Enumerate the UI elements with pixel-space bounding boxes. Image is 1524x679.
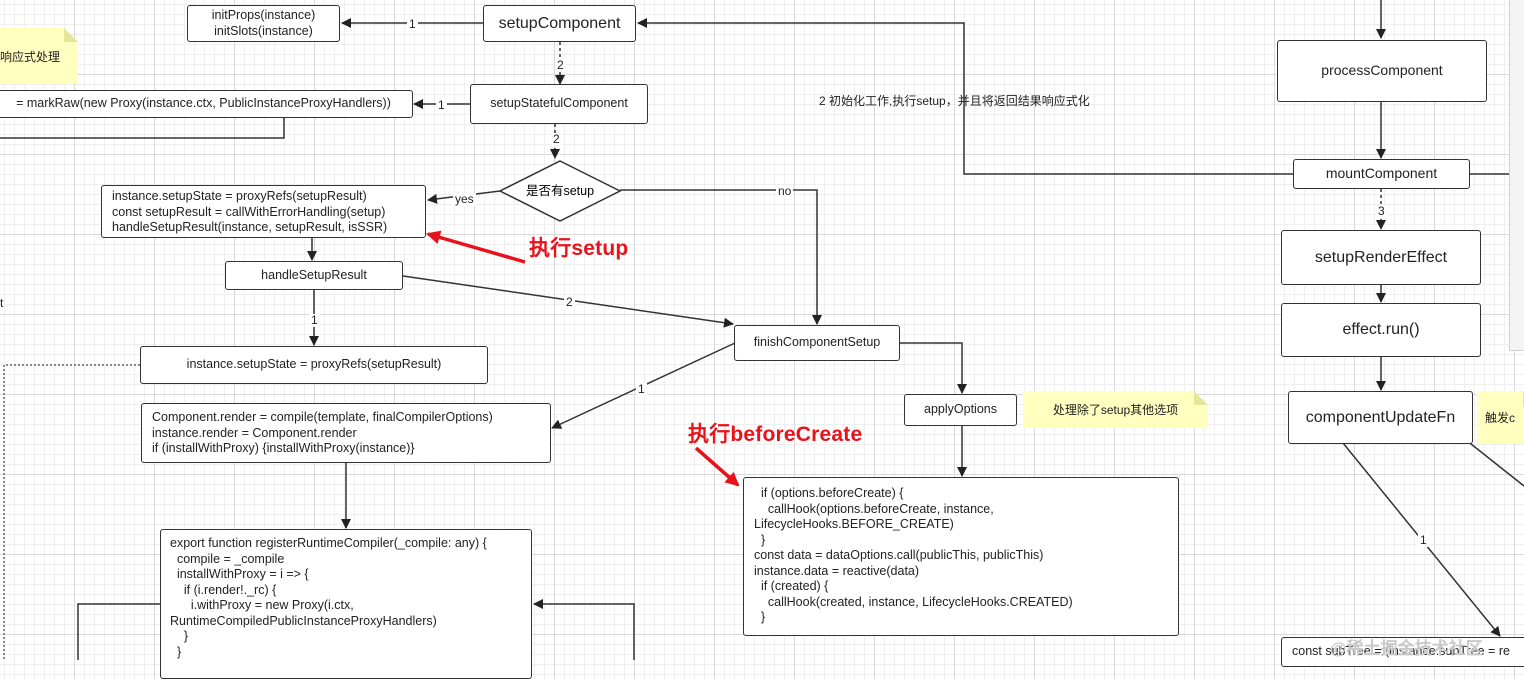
- other-options-note: 处理除了setup其他选项: [1023, 391, 1208, 428]
- edge-label-finish: 2: [564, 295, 575, 309]
- setup-render-effect-node[interactable]: setupRenderEffect: [1281, 230, 1481, 285]
- side-panel-edge: [1509, 0, 1524, 351]
- init-props-node[interactable]: initProps(instance) initSlots(instance): [187, 5, 340, 42]
- exec-before-create-annotation: 执行beforeCreate: [688, 423, 863, 446]
- edge-label-render-effect: 3: [1376, 204, 1387, 218]
- edge-label-no: no: [776, 184, 794, 198]
- handle-setup-result-node[interactable]: handleSetupResult: [225, 261, 403, 290]
- effect-run-node[interactable]: effect.run(): [1281, 303, 1481, 357]
- edge-label-yes: yes: [453, 192, 476, 206]
- apply-options-node[interactable]: applyOptions: [904, 394, 1017, 426]
- edge-label-left-t: t: [0, 296, 4, 310]
- finish-component-setup-node[interactable]: finishComponentSetup: [734, 325, 900, 361]
- register-runtime-compiler-block[interactable]: export function registerRuntimeCompiler(…: [160, 529, 532, 679]
- edge-label-assign: 1: [309, 313, 320, 327]
- edge-finish-to-apply: [900, 342, 967, 394]
- setup-component-node[interactable]: setupComponent: [483, 5, 636, 42]
- edge-label-subtree: 1: [1418, 533, 1429, 547]
- init-description-label: 2 初始化工作,执行setup，并且将返回结果响应式化: [819, 94, 1090, 108]
- decision-diamond: [498, 160, 622, 222]
- setup-state-assign-node[interactable]: instance.setupState = proxyRefs(setupRes…: [140, 346, 488, 384]
- edge-label-init: 1: [407, 17, 418, 31]
- before-create-code-block[interactable]: if (options.beforeCreate) { callHook(opt…: [743, 477, 1179, 636]
- edge-label-stateful: 2: [555, 58, 566, 72]
- process-component-node[interactable]: processComponent: [1277, 40, 1487, 102]
- edge-markraw-down: [0, 118, 285, 139]
- red-arrow-before-create: [694, 446, 740, 487]
- edge-no: [620, 189, 822, 325]
- edge-label-compile: 1: [636, 382, 647, 396]
- decision-label: 是否有setup: [526, 184, 594, 198]
- component-update-fn-node[interactable]: componentUpdateFn: [1288, 391, 1473, 444]
- mount-component-node[interactable]: mountComponent: [1293, 159, 1470, 189]
- compile-render-block[interactable]: Component.render = compile(template, fin…: [141, 403, 551, 463]
- edge-dotted-left: [3, 364, 140, 660]
- has-setup-decision[interactable]: 是否有setup: [498, 159, 622, 223]
- edge-label-markraw: 1: [436, 98, 447, 112]
- trigger-note: 触发c: [1477, 391, 1524, 444]
- edge-mount-to-setup: [637, 18, 1293, 175]
- edge-update-right: [1465, 439, 1524, 487]
- edge-label-has-setup: 2: [551, 132, 562, 146]
- edge-loop-left: [77, 603, 160, 660]
- red-arrow-setup: [426, 230, 526, 264]
- edge-loop-right: [533, 599, 635, 660]
- watermark: @稀土掘金技术社区: [1330, 639, 1483, 658]
- reactive-note: 响应式处理: [0, 28, 78, 84]
- mark-raw-node[interactable]: = markRaw(new Proxy(instance.ctx, Public…: [0, 90, 413, 118]
- setup-stateful-node[interactable]: setupStatefulComponent: [470, 84, 648, 124]
- setup-state-block[interactable]: instance.setupState = proxyRefs(setupRes…: [101, 185, 426, 238]
- exec-setup-annotation: 执行setup: [529, 237, 629, 260]
